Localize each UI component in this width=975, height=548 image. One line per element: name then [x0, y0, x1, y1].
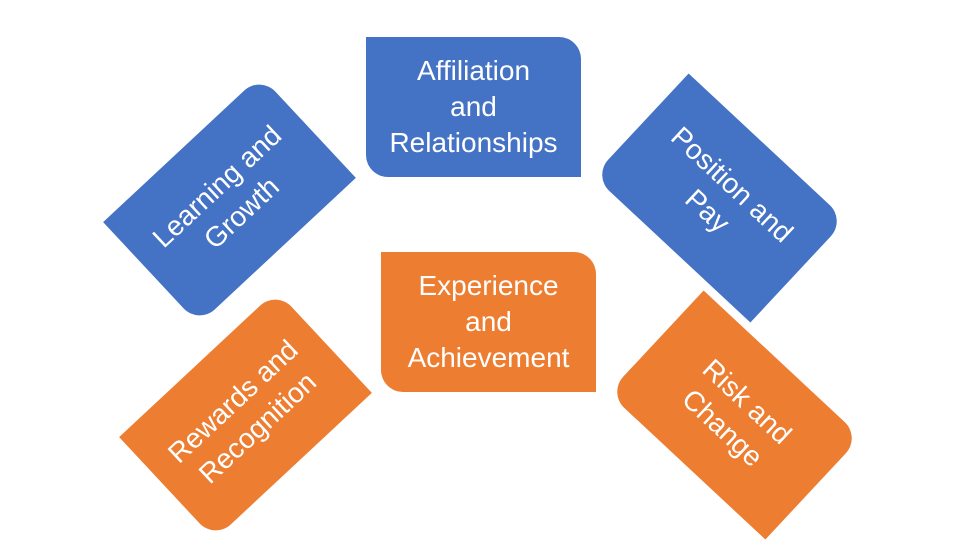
box-label: Learning and Growth: [145, 118, 314, 282]
box-label: Experience and Achievement: [408, 268, 570, 376]
box-label-line: Affiliation: [416, 55, 531, 86]
box-label: Position and Pay: [639, 119, 801, 277]
affiliation-and-relationships-box: Affiliation and Relationships: [366, 37, 581, 177]
box-label: Rewards and Recognition: [161, 332, 331, 497]
risk-and-change-box: Risk and Change: [608, 290, 861, 540]
box-label-line: and: [450, 91, 497, 122]
box-label: Risk and Change: [670, 352, 799, 479]
box-label-line: Experience: [418, 270, 559, 301]
learning-and-growth-box: Learning and Growth: [103, 75, 356, 325]
box-label-line: and: [465, 306, 512, 337]
box-label-line: Achievement: [407, 342, 570, 373]
rewards-and-recognition-box: Rewards and Recognition: [119, 290, 372, 540]
box-label: Affiliation and Relationships: [389, 53, 557, 161]
experience-and-achievement-box: Experience and Achievement: [381, 252, 596, 392]
box-label-line: Relationships: [389, 127, 558, 158]
position-and-pay-box: Position and Pay: [593, 73, 846, 323]
